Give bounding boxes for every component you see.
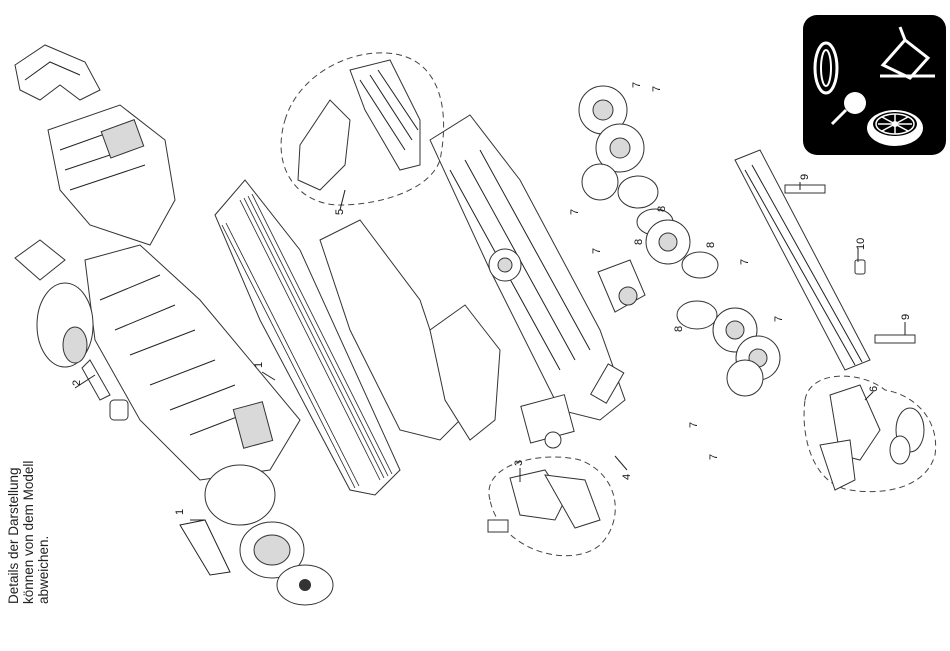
callout-7g: 7	[688, 422, 700, 428]
callout-7e: 7	[739, 259, 751, 265]
callout-6: 6	[868, 386, 880, 392]
callout-8b: 8	[633, 239, 645, 245]
callout-7b: 7	[651, 86, 663, 92]
callout-5: 5	[334, 209, 346, 215]
disclaimer-note: Details der Darstellung können von dem M…	[6, 461, 51, 604]
callout-9b: 9	[900, 314, 912, 320]
callout-4: 4	[621, 474, 633, 480]
callout-1a: 1	[174, 509, 186, 515]
callout-8d: 8	[673, 326, 685, 332]
callout-9a: 9	[799, 174, 811, 180]
disclaimer-line-1: Details der Darstellung	[6, 461, 21, 604]
callout-1b: 1	[253, 362, 265, 368]
callout-8c: 8	[705, 242, 717, 248]
callout-7h: 7	[708, 454, 720, 460]
callout-8a: 8	[656, 206, 668, 212]
maintenance-symbols-icon	[803, 15, 946, 155]
callout-3: 3	[513, 460, 525, 466]
callout-10: 10	[855, 238, 867, 250]
callout-7a: 7	[631, 82, 643, 88]
callout-2: 2	[71, 380, 83, 386]
disclaimer-line-2: können von dem Modell	[21, 461, 36, 604]
callout-7c: 7	[569, 209, 581, 215]
callout-7f: 7	[773, 316, 785, 322]
pony-truck-parts	[488, 470, 600, 532]
wheel-sets	[579, 86, 780, 396]
trailing-truck-parts	[820, 385, 924, 490]
cab-detail-parts	[298, 60, 420, 190]
disclaimer-line-3: abweichen.	[36, 461, 51, 604]
callout-7d: 7	[591, 248, 603, 254]
